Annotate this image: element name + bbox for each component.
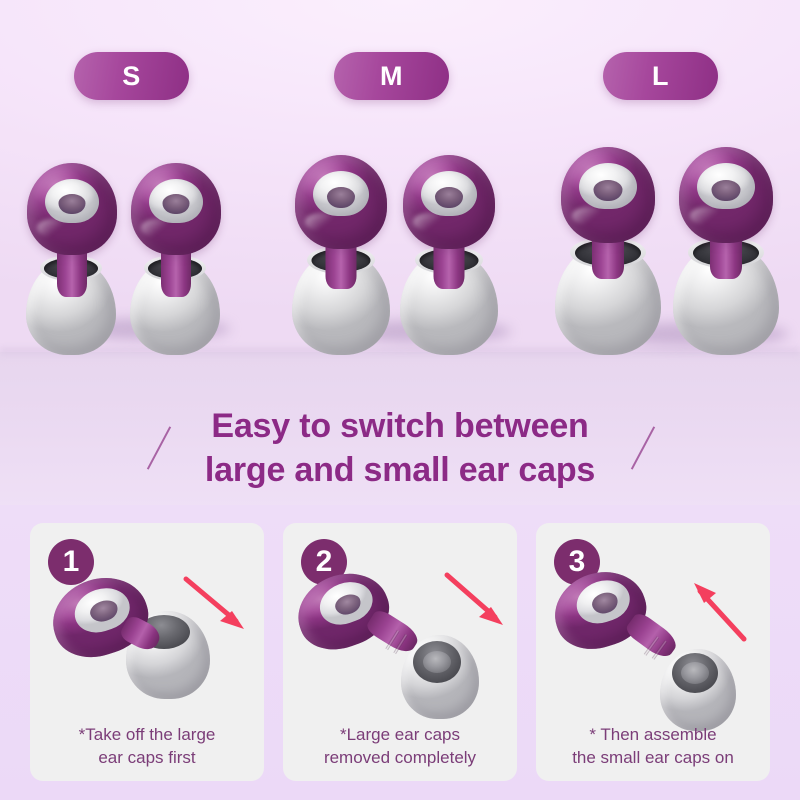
size-badge-medium: M [334,52,449,100]
down-right-arrow-icon [444,572,503,625]
headline-line-1: Easy to switch between [211,407,589,445]
earplug-cavity [149,178,203,223]
earplug-cavity-hole [58,194,86,215]
earplug-head [679,147,773,243]
step-card-2: 2 *Large ear caps removed completel [283,523,517,781]
background-floor [0,352,800,510]
step-caption-2-line-1: *Large ear caps [339,725,461,745]
earplug-unit [395,145,503,355]
step-caption-1-line-1: *Take off the large [78,725,216,745]
page-title: Easy to switch between large and small e… [0,405,800,492]
size-badge-small-label: S [122,60,141,91]
size-badge-large-label: L [652,60,669,91]
step-caption-1-line-2: ear caps first [98,747,196,767]
earplug-head [295,155,387,249]
earplug-cavity-hole [162,194,190,215]
step-illustration-3 [536,557,770,731]
product-group-small [14,140,234,355]
earplug-cavity-hole [711,179,741,201]
size-badge-small: S [74,52,189,100]
size-badge-medium-label: M [380,60,403,91]
earplug-cavity [697,163,755,210]
size-badge-large: L [603,52,718,100]
highlight-gloss [141,219,171,237]
earplug-head [27,163,117,255]
earplug-unit [668,140,784,355]
earplug-cavity [421,170,477,216]
earplug-cavity-hole [593,179,623,201]
product-group-medium [283,140,511,355]
highlight-gloss [690,207,722,225]
step-caption-2: *Large ear caps removed completely [283,724,517,769]
step-caption-3: * Then assemble the small ear caps on [536,724,770,769]
highlight-gloss [413,213,445,231]
earplug-stem [623,610,681,662]
step-caption-1: *Take off the large ear caps first [30,724,264,769]
earplug-head [403,155,495,249]
step-number-badge-1: 1 [48,539,94,585]
step-illustration-2 [283,557,517,727]
step-caption-3-line-1: * Then assemble [589,725,717,745]
highlight-gloss [37,219,67,237]
headline-line-2: large and small ear caps [204,450,596,489]
step-number-badge-3: 3 [554,539,600,585]
earplug-unit [124,150,228,355]
earplug-unit [20,150,124,355]
down-right-arrow-icon [183,576,244,629]
step-caption-3-line-2: the small ear caps on [572,747,734,767]
earplug-cavity [45,178,99,223]
highlight-gloss [572,207,604,225]
earplug-cavity [579,163,637,210]
step-number-2: 2 [315,545,333,578]
earplug-head [561,147,655,243]
step-card-3: 3 * Then assemble the small ear cap [536,523,770,781]
steps-container: 1 *Take off the large ear caps first [30,523,770,781]
up-left-arrow-icon [694,583,747,642]
ear-cap-inner-hole [423,651,451,673]
step-illustration-1 [30,557,264,727]
earplug-cavity-hole [435,187,463,209]
earplug-head [131,163,221,255]
step-caption-2-line-2: removed completely [323,747,477,767]
step-number-3: 3 [568,545,586,578]
product-group-large [548,140,788,355]
step-number-1: 1 [62,545,80,578]
highlight-gloss [305,213,337,231]
step-card-1: 1 *Take off the large ear caps first [30,523,264,781]
earplug-cavity-hole [327,187,355,209]
floor-horizon-line [0,348,800,358]
earplug-unit [287,145,395,355]
ear-cap-inner-hole [681,662,709,684]
earplug-unit [550,140,666,355]
earplug-cavity [313,170,369,216]
